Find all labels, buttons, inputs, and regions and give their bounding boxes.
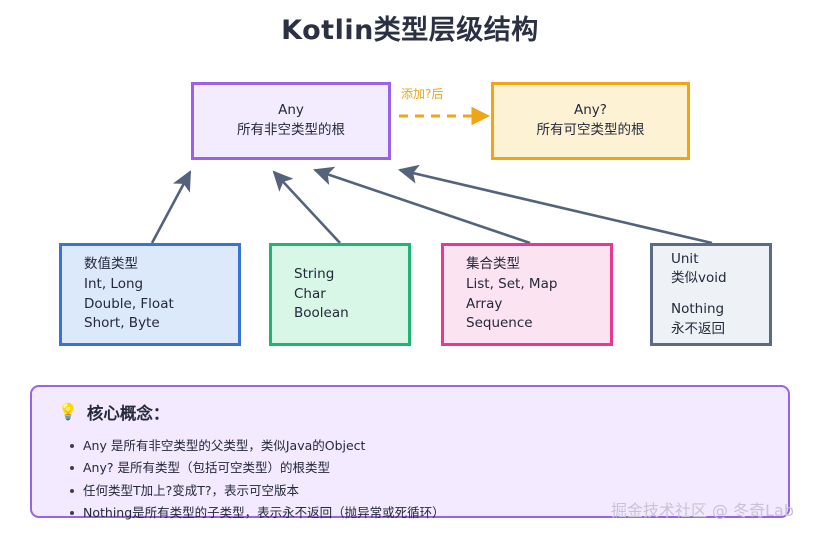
node-collection-line-3: Sequence (466, 315, 533, 332)
node-any-title: Any (278, 102, 304, 119)
list-item: 任何类型T加上?变成T?，表示可空版本 (68, 480, 445, 502)
dashed-arrow-label: 添加?后 (401, 87, 444, 101)
node-unit-line-4: 永不返回 (671, 320, 725, 337)
arrow-string-to-any (272, 170, 341, 244)
watermark: 掘金技术社区 @ 冬奇Lab (610, 501, 794, 520)
list-item: Nothing是所有类型的子类型，表示永不返回（抛异常或死循环） (68, 502, 445, 524)
node-numeric-header: 数值类型 (84, 256, 138, 273)
node-numeric-line-1: Int, Long (84, 275, 144, 292)
list-item: Any? 是所有类型（包括可空类型）的根类型 (68, 457, 445, 479)
node-string-line-3: Boolean (294, 305, 349, 322)
node-collection-types[interactable]: 集合类型 List, Set, Map Array Sequence (441, 243, 613, 346)
node-string-line-1: String (294, 266, 335, 283)
key-concepts-panel: 💡 核心概念： Any 是所有非空类型的父类型，类似Java的Object An… (30, 385, 790, 520)
key-concepts-heading: 💡 核心概念： (58, 400, 169, 424)
node-unit-nothing[interactable]: Unit 类似void Nothing 永不返回 (650, 243, 772, 346)
node-numeric-types[interactable]: 数值类型 Int, Long Double, Float Short, Byte (59, 243, 241, 346)
node-unit-line-3: Nothing (671, 301, 725, 317)
node-string-types[interactable]: String Char Boolean (269, 243, 411, 346)
node-any-nullable[interactable]: Any? 所有可空类型的根 (491, 82, 690, 160)
node-any-desc: 所有非空类型的根 (237, 122, 345, 138)
node-collection-header: 集合类型 (466, 256, 520, 273)
node-collection-line-2: Array (466, 295, 503, 312)
key-concepts-heading-text: 核心概念： (86, 404, 170, 423)
node-any-nullable-desc: 所有可空类型的根 (536, 122, 645, 138)
node-string-line-2: Char (294, 285, 326, 302)
list-item: Any 是所有非空类型的父类型，类似Java的Object (68, 435, 445, 457)
node-any-nullable-title: Any? (574, 102, 607, 119)
node-numeric-line-2: Double, Float (84, 295, 174, 312)
node-collection-line-1: List, Set, Map (466, 275, 558, 292)
node-unit-line-1: Unit (671, 250, 699, 267)
arrow-unit-to-any (397, 164, 713, 245)
node-unit-line-2: 类似void (671, 270, 727, 287)
arrow-numeric-to-any (150, 170, 192, 244)
arrow-collection-to-any (313, 166, 531, 245)
bulb-icon: 💡 (58, 402, 78, 421)
node-any[interactable]: Any 所有非空类型的根 (191, 82, 391, 160)
page-title: Kotlin类型层级结构 (281, 15, 539, 46)
node-numeric-line-3: Short, Byte (84, 315, 160, 332)
key-concepts-list: Any 是所有非空类型的父类型，类似Java的Object Any? 是所有类型… (68, 435, 445, 524)
